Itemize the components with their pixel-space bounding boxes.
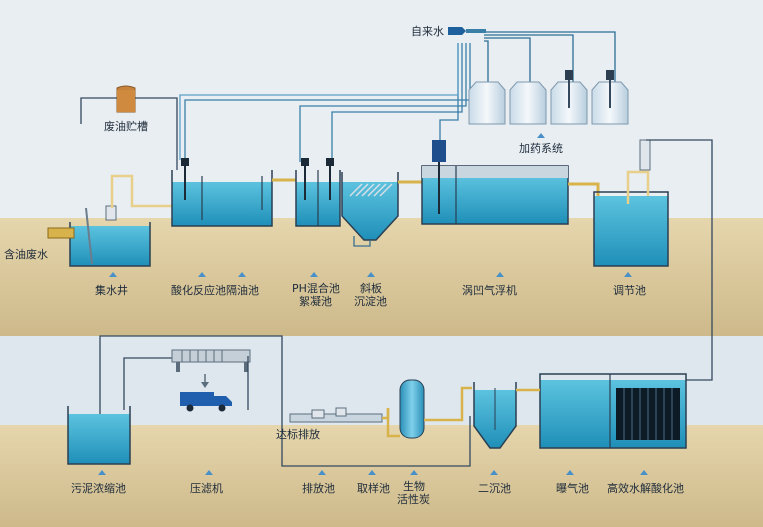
sampling-tank-label: 取样池 [357,482,390,495]
dosing-tanks [468,70,629,125]
hydrolysis-acidification-label: 高效水解酸化池 [607,482,684,495]
inclined-plate-clarifier [341,172,399,247]
truck-icon [180,392,232,412]
secondary-clarifier [473,382,517,449]
sludge-thickener-label: 污泥浓缩池 [71,482,126,495]
aeration-hydrolysis-tank [516,373,687,449]
cavitation-flotation-unit [421,140,569,225]
oily-wastewater-label: 含油废水 [4,248,48,261]
sludge-thickener [67,406,131,465]
inclined-plate-label: 斜板 [360,282,382,295]
tap-water-label: 自来水 [411,25,444,38]
dosing-tank-icon [468,81,506,125]
bio-label: 生物 [403,480,425,493]
return-pipe [646,139,713,381]
ph-flocculation-tank [295,158,341,227]
mixer-icon [432,140,446,214]
regulating-tank-label: 调节池 [613,284,646,297]
waste-oil-tank-label: 废油贮槽 [104,120,148,133]
flow-arrow-icon [201,374,209,388]
oil-separation-tank-label: 隔油池 [226,284,259,297]
dosing-tank-icon [591,70,629,125]
collection-well-label: 集水井 [95,284,128,297]
tap-water-nozzle [448,27,486,35]
discharge-tank-label: 排放池 [302,482,335,495]
secondary-clarifier-label: 二沉池 [478,482,511,495]
collection-well [47,205,151,267]
mixer-icon [326,158,334,200]
dosing-tank-icon [550,70,588,125]
riser-pipe [110,174,172,208]
aeration-tank-label: 曝气池 [556,482,589,495]
filter-press-label: 压滤机 [190,482,223,495]
pipe-to-filter-press [123,357,178,410]
mixer-icon [301,158,309,200]
discharge-standard-label: 达标排放 [276,428,320,441]
activated-carbon-label: 活性炭 [397,493,430,506]
filter-press-icon [171,349,251,410]
sludge-return-pipe [99,335,471,467]
bio-activated-carbon-column [386,379,472,439]
label-markers [98,133,648,475]
dosing-tank-icon [509,81,547,125]
acidification-oil-separation-tank [171,158,273,227]
waste-oil-tank [80,85,178,170]
regulating-tank [593,139,669,267]
flocculation-tank-label: 絮凝池 [299,295,332,308]
sedimentation-tank-label: 沉淀池 [354,295,387,308]
mixer-icon [181,158,189,200]
acidification-tank-label: 酸化反应池 [171,284,226,297]
cavitation-flotation-label: 涡凹气浮机 [462,284,517,297]
ph-mixing-tank-label: PH混合池 [292,282,340,295]
tap-water-pipes [179,31,616,162]
dosing-system-label: 加药系统 [519,142,563,155]
